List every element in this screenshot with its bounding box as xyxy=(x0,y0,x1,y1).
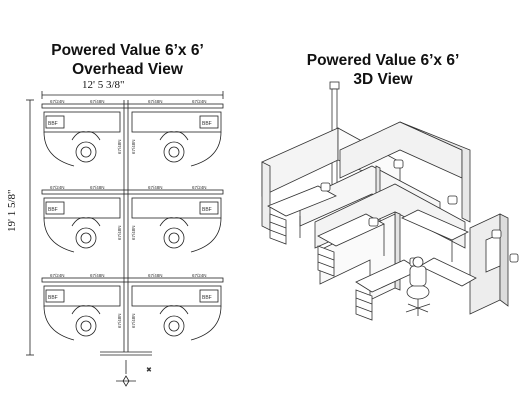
chair-arm xyxy=(173,131,189,141)
pedestal-label: BBF xyxy=(48,295,58,301)
overhead-title-line1: Powered Value 6’x 6’ xyxy=(51,42,204,59)
chair xyxy=(163,227,185,249)
panel-label: 67/24N xyxy=(192,185,207,190)
chair-arm xyxy=(71,131,87,141)
chair-seat xyxy=(168,146,180,158)
3d-title-line1: Powered Value 6’x 6’ xyxy=(306,52,460,69)
chair-arm xyxy=(85,131,101,141)
chair-seat xyxy=(168,232,180,244)
spine-label: 67/48N xyxy=(131,313,136,328)
panel-label: 67/24N xyxy=(50,185,65,190)
3d-view-title: Powered Value 6’x 6’ 3D View xyxy=(283,51,483,89)
panel-label: 67/48N xyxy=(148,273,163,278)
pedestal-label: BBF xyxy=(202,295,212,301)
chair-seat xyxy=(168,320,180,332)
worksurface-return-left xyxy=(43,305,75,341)
overhead-view-title: Powered Value 6’x 6’ Overhead View xyxy=(20,41,235,79)
panel-label: 67/48N xyxy=(90,99,105,104)
chair-arm xyxy=(85,305,101,315)
chair-arm xyxy=(85,217,101,227)
spine-label: 67/48N xyxy=(117,225,122,240)
panel-run xyxy=(41,189,224,195)
pedestal-label: BBF xyxy=(202,207,212,213)
chair-seat xyxy=(80,232,92,244)
chair-seat xyxy=(80,320,92,332)
chair-arm xyxy=(71,217,87,227)
panel-label: 67/24N xyxy=(50,273,65,278)
spine-label: 67/48N xyxy=(131,139,136,154)
3d-title-line2: 3D View xyxy=(353,71,413,88)
panel-label: 67/48N xyxy=(148,99,163,104)
pedestal-right xyxy=(199,201,219,215)
chair-arm xyxy=(159,131,175,141)
chair-arm xyxy=(159,305,175,315)
pedestal-left xyxy=(45,201,65,215)
panel-label: 67/48N xyxy=(90,273,105,278)
spine-label: 67/48N xyxy=(131,225,136,240)
chair-arm xyxy=(173,305,189,315)
pedestal-label: BBF xyxy=(48,207,58,213)
panel-label: 67/48N xyxy=(148,185,163,190)
chair-arm xyxy=(173,217,189,227)
chair xyxy=(163,141,185,163)
chair-arm xyxy=(71,305,87,315)
worksurface-return-left xyxy=(43,131,75,167)
chair xyxy=(75,227,97,249)
spine-label: 67/48N xyxy=(117,139,122,154)
panel-run xyxy=(41,103,224,109)
spine-label: 67/48N xyxy=(117,313,122,328)
pedestal-right xyxy=(199,289,219,303)
width-dimension-label: 12' 5 3/8" xyxy=(82,79,125,91)
chair-arm xyxy=(159,217,175,227)
panel-label: 67/48N xyxy=(90,185,105,190)
chair-seat xyxy=(80,146,92,158)
chair xyxy=(163,315,185,337)
panel-label: 67/24N xyxy=(192,273,207,278)
pedestal-right xyxy=(199,115,219,129)
panel-label: 67/24N xyxy=(50,99,65,104)
worksurface-return-left xyxy=(43,217,75,253)
pedestal-label: BBF xyxy=(202,121,212,127)
pedestal-left xyxy=(45,115,65,129)
bottom-marker-label: ✖ xyxy=(146,367,152,374)
worksurface-return-right xyxy=(190,217,222,253)
overhead-title-line2: Overhead View xyxy=(72,61,183,78)
chair xyxy=(75,315,97,337)
chair xyxy=(75,141,97,163)
panel-run xyxy=(41,277,224,283)
pedestal-left xyxy=(45,289,65,303)
worksurface-return-right xyxy=(190,131,222,167)
pedestal-label: BBF xyxy=(48,121,58,127)
worksurface-return-right xyxy=(190,305,222,341)
panel-label: 67/24N xyxy=(192,99,207,104)
